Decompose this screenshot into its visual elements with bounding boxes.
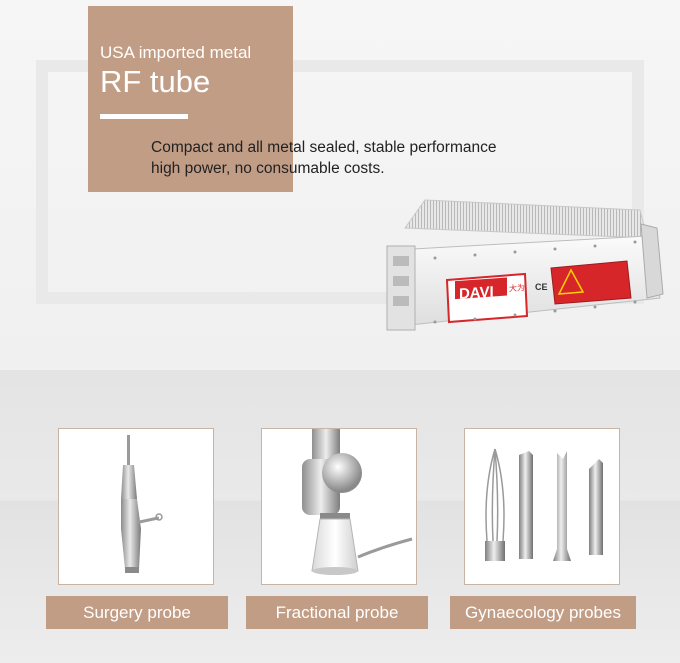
title-underline xyxy=(100,114,188,119)
laser-warning-label xyxy=(550,260,632,305)
davi-label: DAVI 大为 xyxy=(445,272,529,324)
gynaecology-probes-label: Gynaecology probes xyxy=(450,596,636,629)
description: Compact and all metal sealed, stable per… xyxy=(151,137,497,179)
ce-mark: CE xyxy=(535,282,548,292)
fractional-probe-label: Fractional probe xyxy=(246,596,428,629)
brand-chinese-text: 大为 xyxy=(509,282,525,293)
rf-tube-section: USA imported metal RF tube Compact and a… xyxy=(0,0,680,370)
page-title: RF tube xyxy=(100,64,211,99)
description-line-2: high power, no consumable costs. xyxy=(151,160,385,177)
surgery-probe-icon xyxy=(121,435,163,573)
subtitle: USA imported metal xyxy=(100,43,252,62)
gynaecology-probes-card xyxy=(464,428,620,585)
gynaecology-probes-icon xyxy=(485,448,603,561)
fractional-probe-icon xyxy=(302,429,413,575)
surgery-probe-card xyxy=(58,428,214,585)
fractional-probe-card xyxy=(261,428,417,585)
probes-section: Surgery probe Fractional probe Gynaecolo… xyxy=(0,370,680,663)
surgery-probe-label: Surgery probe xyxy=(46,596,228,629)
warning-triangle-icon xyxy=(557,268,585,295)
rf-tube-image: DAVI 大为 CE xyxy=(386,199,664,331)
description-line-1: Compact and all metal sealed, stable per… xyxy=(151,139,497,156)
title-box: USA imported metal RF tube xyxy=(88,6,293,192)
brand-text: DAVI xyxy=(459,283,494,302)
